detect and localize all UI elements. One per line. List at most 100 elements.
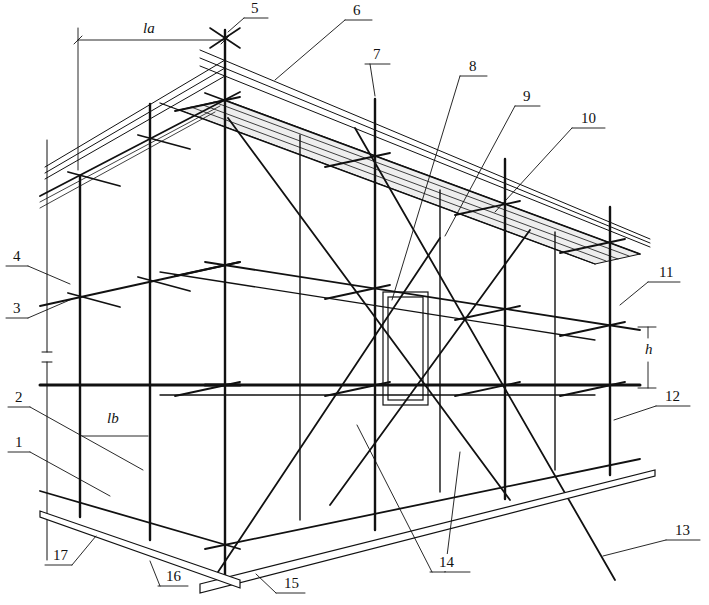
leader-line	[370, 64, 375, 96]
leader-line	[30, 407, 143, 470]
deck-board	[214, 102, 629, 256]
transom	[325, 153, 390, 167]
ledgers	[40, 92, 640, 549]
deck-board	[40, 106, 220, 202]
callout-underline	[572, 128, 605, 129]
roof-edge	[200, 66, 650, 247]
leader-line	[228, 18, 244, 32]
dimensions	[74, 28, 656, 436]
transom	[325, 382, 390, 396]
callout-underline	[8, 407, 30, 408]
callout-number: 3	[12, 300, 22, 317]
pole-top-cross	[210, 28, 240, 48]
callout-underline	[158, 586, 188, 587]
transom	[138, 277, 190, 291]
callout-number: 12	[664, 388, 681, 405]
leader-line	[30, 452, 110, 496]
callout-underline	[45, 565, 72, 566]
leader-line	[28, 299, 72, 318]
leader-line	[603, 540, 666, 556]
callout-number: 7	[372, 46, 382, 63]
callout-underline	[6, 266, 28, 267]
ledger	[40, 384, 240, 387]
callout-number: 13	[674, 522, 691, 539]
callout-underline	[244, 18, 268, 19]
sweep-pole	[40, 491, 240, 549]
door-frame	[383, 292, 428, 405]
roof-edge	[200, 58, 650, 243]
inner-pole	[439, 190, 440, 492]
callout-underline	[6, 318, 28, 319]
dimension-tick	[638, 388, 656, 389]
callout-number: 2	[14, 389, 24, 406]
wall-corner	[47, 140, 48, 352]
transom	[560, 382, 625, 396]
leader-line	[256, 574, 276, 593]
transom	[68, 172, 120, 186]
inner-pole	[299, 135, 300, 520]
transoms	[68, 97, 625, 396]
ledger	[205, 93, 640, 254]
dimension-tick	[74, 36, 82, 44]
transom	[138, 135, 190, 149]
inner-pole	[554, 232, 555, 470]
standards	[80, 28, 610, 575]
dimension-line	[78, 28, 79, 170]
leader-line	[392, 76, 460, 300]
deck-board	[203, 105, 618, 259]
standard-pole	[149, 104, 151, 540]
callout-underline	[648, 282, 680, 283]
callout-underline	[8, 452, 30, 453]
leader-line	[275, 20, 345, 80]
standard-pole	[609, 207, 611, 475]
door-opening	[383, 292, 428, 405]
ledger	[205, 262, 640, 330]
transom	[455, 382, 520, 396]
callout-underline	[515, 106, 540, 107]
callout-number: 8	[468, 58, 478, 75]
transom	[175, 97, 240, 111]
callout-number: 14	[438, 554, 455, 571]
callout-underline	[276, 593, 305, 594]
sole-board	[40, 511, 240, 588]
diagonal-brace	[218, 238, 440, 572]
transom	[560, 239, 625, 253]
transom	[175, 382, 240, 396]
callout-underline	[460, 76, 487, 77]
dimension-line	[78, 40, 225, 41]
leader-line	[28, 266, 70, 284]
dimension-line	[82, 436, 148, 437]
diagonal-brace	[228, 118, 510, 500]
leader-line	[614, 406, 656, 420]
leader-line	[150, 561, 160, 586]
transom	[560, 322, 625, 336]
transom	[175, 262, 240, 276]
roof-edge	[45, 68, 225, 173]
dimension-line	[648, 327, 649, 338]
pole-top-cross	[210, 28, 240, 48]
roof-edge	[45, 76, 225, 179]
dimension-label: lb	[106, 410, 120, 427]
dimension-tick	[221, 36, 229, 44]
callout-underline	[656, 406, 690, 407]
deck	[40, 100, 640, 264]
callout-number: 15	[283, 575, 300, 592]
standard-pole	[224, 30, 226, 575]
standard-pole	[504, 159, 506, 499]
callout-number: 4	[12, 248, 22, 265]
ledger	[205, 384, 640, 387]
cross-bracing	[218, 118, 615, 580]
leader-line	[445, 106, 515, 236]
dimension-label: la	[142, 20, 156, 37]
dimension-tick	[638, 327, 656, 328]
leader-line	[495, 128, 572, 212]
callout-number: 10	[580, 110, 597, 127]
callout-underline	[666, 540, 700, 541]
leader-line	[620, 282, 648, 305]
callout-number: 5	[250, 0, 260, 17]
callout-underline	[365, 64, 390, 65]
callout-number: 9	[522, 88, 532, 105]
